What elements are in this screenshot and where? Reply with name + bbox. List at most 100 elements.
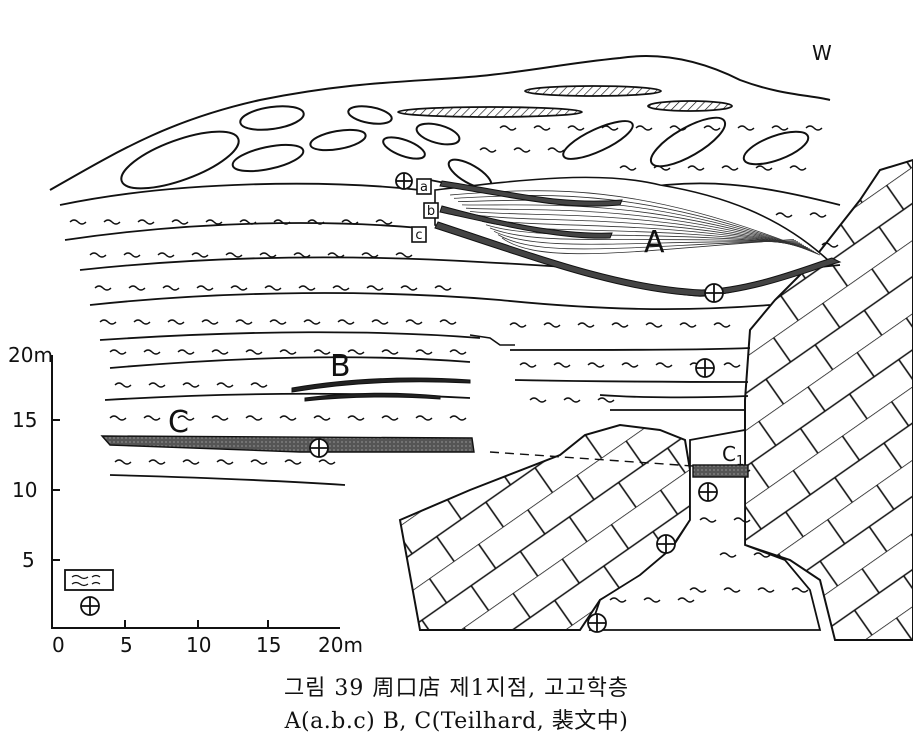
clay-wavy-mark [513, 147, 531, 153]
figure-caption-line-1: 그림 39 周口店 제1지점, 고고학층 [283, 676, 630, 701]
lamination-line [461, 204, 815, 252]
scale-y-label: 20m [8, 343, 53, 367]
lamination-line [497, 234, 797, 250]
clay-wavy-mark [381, 349, 399, 355]
clay-wavy-mark [703, 125, 721, 131]
clay-wavy-mark [94, 285, 112, 291]
clay-wavy-mark [679, 322, 697, 328]
clay-wavy-mark [809, 212, 827, 218]
layer-label-c1-subscript: 1 [736, 454, 744, 469]
lamination-line [469, 211, 811, 250]
clay-wavy-mark [439, 319, 457, 325]
clay-wavy-mark [137, 219, 155, 225]
scale-y-label: 5 [22, 548, 35, 572]
clay-wavy-mark [567, 125, 585, 131]
clay-wavy-mark [196, 285, 214, 291]
clay-wavy-mark [577, 322, 595, 328]
clay-wavy-mark [167, 319, 185, 325]
clay-wavy-mark [563, 397, 581, 403]
clay-wavy-mark [171, 219, 189, 225]
clay-wavy-mark [499, 125, 517, 131]
figure-caption-line-2: A(a.b.c) B, C(Teilhard, 裴文中) [284, 709, 629, 734]
layer-b-band-lower [304, 392, 441, 402]
clay-wavy-mark [279, 349, 297, 355]
clay-wavy-mark [366, 285, 384, 291]
clay-wavy-mark [611, 322, 629, 328]
clay-wavy-mark [677, 597, 695, 603]
lamination-line [465, 207, 813, 251]
clay-wavy-mark [284, 459, 302, 465]
clay-wavy-mark [239, 219, 257, 225]
layer-a-laminations [449, 190, 821, 256]
clay-wavy-mark [123, 252, 141, 258]
legend-artifact-marker-icon [80, 596, 100, 616]
sample-box-b: b [423, 202, 439, 219]
scale-x-label: 20m [318, 633, 363, 657]
lamination-line [493, 230, 799, 245]
clay-wavy-mark [415, 349, 433, 355]
clay-wavy-mark [133, 319, 151, 325]
clay-wavy-mark [723, 362, 741, 368]
clay-wavy-mark [405, 319, 423, 325]
clay-wavy-mark [143, 349, 161, 355]
ground-surface [49, 55, 831, 191]
clay-wavy-mark [733, 517, 751, 523]
clay-wavy-mark [553, 362, 571, 368]
clay-wavy-mark [245, 349, 263, 355]
clay-wavy-mark [689, 587, 707, 593]
clay-wavy-mark [713, 322, 731, 328]
clay-wavy-mark [587, 362, 605, 368]
scale-y-labels: 20m 15 10 5 [8, 343, 53, 572]
clay-wavy-mark [143, 415, 161, 421]
clay-wavy-mark [621, 362, 639, 368]
clay-wavy-mark [645, 322, 663, 328]
layer-b-band-upper [291, 377, 471, 393]
artifact-marker-icon [309, 438, 329, 458]
scale-bar [51, 355, 340, 629]
clay-wavy-mark [619, 165, 637, 171]
clay-wavy-mark [337, 319, 355, 325]
clay-wavy-mark [103, 219, 121, 225]
lamination-line [501, 237, 795, 255]
artifact-marker-icon [656, 534, 676, 554]
clay-wavy-mark [177, 415, 195, 421]
clay-wavy-mark [509, 322, 527, 328]
clay-wavy-mark [529, 397, 547, 403]
clay-wavy-mark [753, 552, 771, 558]
clay-wavy-mark [201, 319, 219, 325]
clay-wavy-mark [177, 349, 195, 355]
layer-c1-band [692, 464, 749, 478]
sample-box-c: c [411, 226, 427, 243]
clay-wavy-mark [347, 415, 365, 421]
clay-wavy-mark [259, 252, 277, 258]
clay-wavy-mark [543, 322, 561, 328]
sample-box-a: a [416, 178, 432, 195]
clay-wavy-mark [182, 459, 200, 465]
hatched-lenses [397, 85, 733, 118]
layer-a-band-b [439, 205, 613, 239]
clay-wavy-mark [789, 165, 807, 171]
clay-wavy-mark [655, 362, 673, 368]
clay-wavy-mark [643, 597, 661, 603]
clay-wavy-mark [327, 252, 345, 258]
clay-wavy-mark [737, 125, 755, 131]
clay-wavy-mark [434, 285, 452, 291]
clay-wavy-mark [318, 459, 336, 465]
clay-wavy-mark [341, 219, 359, 225]
lamination-line [453, 195, 819, 255]
clay-wavy-mark [245, 415, 263, 421]
clay-wavy-mark [757, 587, 775, 593]
layer-label-c1: C [722, 442, 736, 466]
svg-text:a: a [420, 180, 428, 195]
clay-wavy-mark [303, 319, 321, 325]
scale-x-label: 10 [186, 633, 211, 657]
clay-wavy-mark [547, 147, 565, 153]
clay-wavy-mark [653, 165, 671, 171]
clay-wavy-mark [375, 219, 393, 225]
correlation-dashed-line [489, 451, 694, 467]
clay-wavy-mark [235, 319, 253, 325]
lamination-line [489, 227, 801, 244]
section-notch [469, 334, 515, 346]
clay-wavy-mark [293, 252, 311, 258]
